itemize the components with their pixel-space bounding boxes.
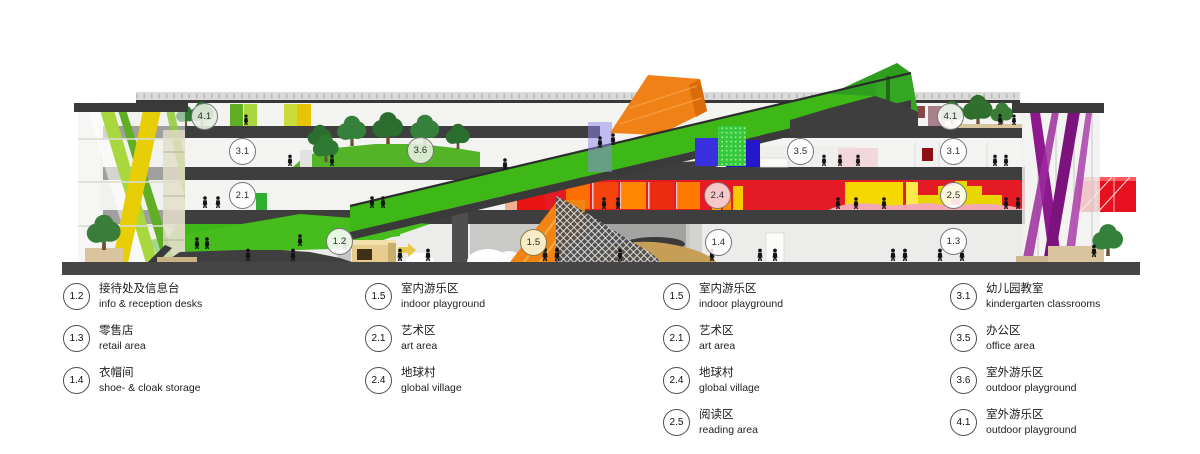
legend-label-zh: 幼儿园教室 (986, 283, 1044, 295)
section-marker-2-5: 2.5 (940, 182, 967, 209)
legend-label-en: retail area (99, 340, 146, 352)
legend-label-en: art area (699, 340, 736, 352)
legend-circle: 2.1 (365, 325, 392, 352)
section-marker-3-1-right: 3.1 (940, 138, 967, 165)
roof-canopy (136, 92, 1020, 103)
legend-label-zh: 室外游乐区 (986, 409, 1044, 421)
legend-item-2-4: 2.4 地球村 global village (365, 367, 462, 395)
legend-label-en: indoor playground (699, 298, 784, 310)
legend-circle: 2.5 (663, 409, 690, 436)
legend-circle: 4.1 (950, 409, 977, 436)
legend-label-zh: 艺术区 (699, 325, 734, 337)
orange-volume (610, 75, 707, 135)
legend-circle: 1.3 (63, 325, 90, 352)
legend-item-1-5: 1.5 室内游乐区 indoor playground (365, 283, 485, 311)
section-marker-2-4: 2.4 (704, 182, 731, 209)
legend-label-zh: 室内游乐区 (699, 283, 757, 295)
legend-item-3-6: 3.6 室外游乐区 outdoor playground (950, 367, 1077, 395)
legend-item-3-5: 3.5 办公区 office area (950, 325, 1035, 353)
legend-label-zh: 地球村 (699, 367, 734, 379)
legend-circle: 1.2 (63, 283, 90, 310)
legend-circle: 2.4 (365, 367, 392, 394)
legend-item-1-4: 1.4 衣帽间 shoe- & cloak storage (63, 367, 201, 395)
legend-circle: 1.5 (663, 283, 690, 310)
legend-label-en: office area (986, 340, 1035, 352)
colored-boxes (588, 122, 760, 172)
interior-details (256, 142, 988, 263)
section-marker-3-5: 3.5 (787, 138, 814, 165)
legend-label-zh: 零售店 (99, 325, 134, 337)
section-marker-3-1-left: 3.1 (229, 138, 256, 165)
right-facade (1012, 103, 1104, 263)
legend-label-en: shoe- & cloak storage (99, 382, 201, 394)
legend-label-en: global village (699, 382, 760, 394)
legend-label-en: info & reception desks (99, 298, 203, 310)
legend-label-zh: 阅读区 (699, 409, 734, 421)
section-marker-2-1: 2.1 (229, 182, 256, 209)
trees (176, 94, 1022, 162)
legend-label-en: indoor playground (401, 298, 486, 310)
legend-item-4-1: 4.1 室外游乐区 outdoor playground (950, 409, 1077, 437)
legend-label-zh: 室外游乐区 (986, 367, 1044, 379)
legend-label-en: kindergarten classrooms (986, 298, 1101, 310)
legend-label-zh: 艺术区 (401, 325, 436, 337)
legend-circle: 3.1 (950, 283, 977, 310)
legend-label-zh: 接待处及信息台 (99, 283, 180, 295)
legend-label-zh: 地球村 (401, 367, 436, 379)
legend-circle: 3.5 (950, 325, 977, 352)
legend-circle: 1.4 (63, 367, 90, 394)
building-section-drawing (62, 63, 1140, 275)
floor-slabs (103, 118, 1025, 262)
green-ramp (349, 63, 918, 240)
legend-label-en: reading area (699, 424, 758, 436)
left-facade (74, 103, 188, 263)
legend-label-zh: 办公区 (986, 325, 1021, 337)
legend-label-en: global village (401, 382, 462, 394)
legend-label-en: outdoor playground (986, 424, 1077, 436)
legend-label-zh: 衣帽间 (99, 367, 134, 379)
legend-label-en: art area (401, 340, 438, 352)
legend-item-2-1b: 2.1 艺术区 art area (663, 325, 735, 353)
legend-label-zh: 室内游乐区 (401, 283, 459, 295)
section-marker-1-4: 1.4 (705, 229, 732, 256)
legend-item-2-4b: 2.4 地球村 global village (663, 367, 760, 395)
global-village-band (505, 180, 1025, 211)
section-marker-4-1-right: 4.1 (937, 103, 964, 130)
legend-circle: 1.5 (365, 283, 392, 310)
legend-item-3-1: 3.1 幼儿园教室 kindergarten classrooms (950, 283, 1100, 311)
legend-item-2-1: 2.1 艺术区 art area (365, 325, 437, 353)
legend-item-1-2: 1.2 接待处及信息台 info & reception desks (63, 283, 202, 311)
legend-circle: 2.4 (663, 367, 690, 394)
legend-circle: 3.6 (950, 367, 977, 394)
section-marker-1-3: 1.3 (940, 228, 967, 255)
section-marker-1-5: 1.5 (520, 229, 547, 256)
section-marker-3-6: 3.6 (407, 137, 434, 164)
section-marker-1-2: 1.2 (326, 228, 353, 255)
legend-item-1-5b: 1.5 室内游乐区 indoor playground (663, 283, 783, 311)
ground (62, 245, 1140, 275)
legend-item-1-3: 1.3 零售店 retail area (63, 325, 146, 353)
section-marker-4-1-left: 4.1 (191, 103, 218, 130)
legend-circle: 2.1 (663, 325, 690, 352)
legend-item-2-5: 2.5 阅读区 reading area (663, 409, 758, 437)
legend-label-en: outdoor playground (986, 382, 1077, 394)
